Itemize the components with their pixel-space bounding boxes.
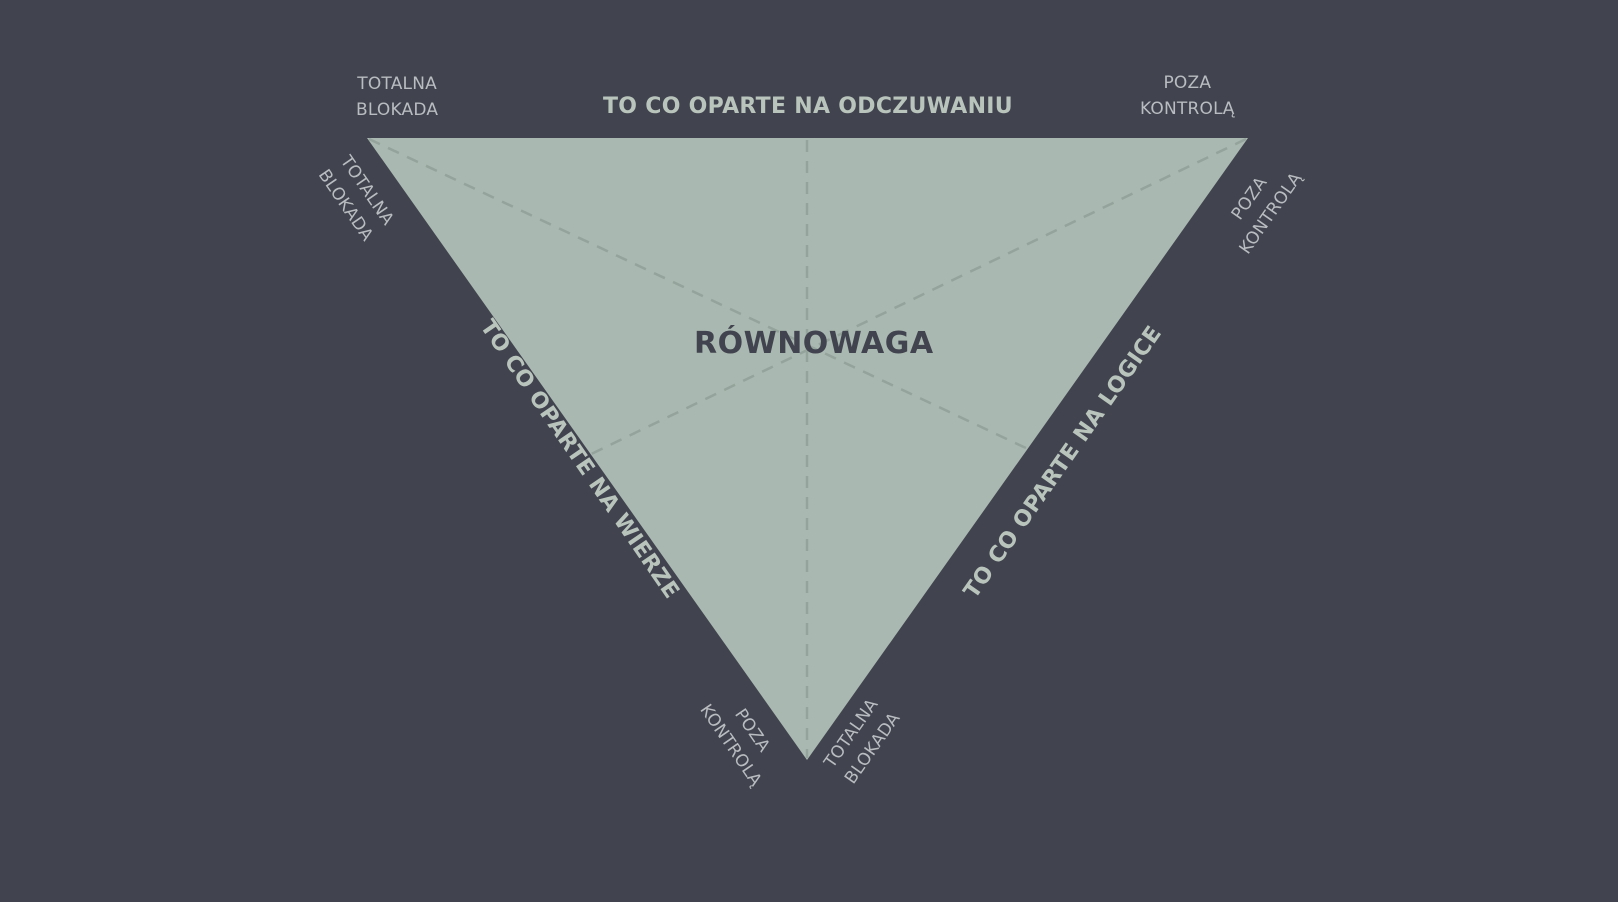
corner-label-top-right: POZA KONTROLĄ [1140,70,1235,122]
corner-line-2: BLOKADA [356,100,439,120]
side-label-top: TO CO OPARTE NA ODCZUWANIU [603,94,1013,119]
corner-label-top-left: TOTALNA BLOKADA [356,71,438,123]
median-from-top-left [368,137,1029,451]
balance-triangle [367,138,1248,760]
center-label: RÓWNOWAGA [694,326,934,361]
median-from-top-right [586,137,1247,458]
corner-line-1: POZA [1163,73,1212,93]
corner-line-1: TOTALNA [357,74,437,94]
corner-line-2: KONTROLĄ [1140,99,1235,119]
